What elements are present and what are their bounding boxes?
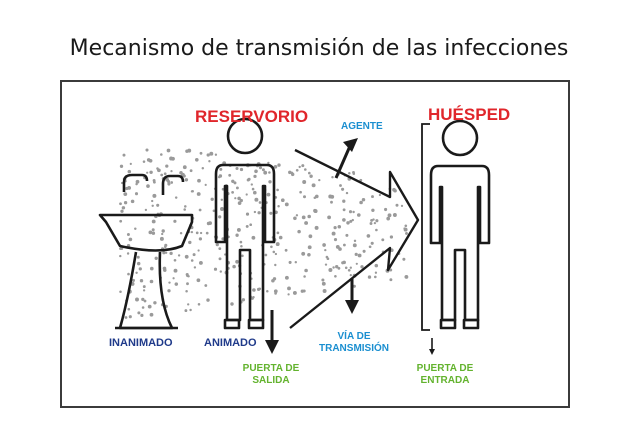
transmission-arrow <box>289 148 420 329</box>
slide-title: Mecanismo de transmisión de las infeccio… <box>69 36 569 61</box>
reservoir-person-icon <box>214 117 276 330</box>
via-label-line2: TRANSMISIÓN <box>319 341 389 354</box>
via-label-line1: VÍA DE <box>338 329 371 342</box>
entrada-arrow-icon <box>429 338 435 355</box>
via-arrow-icon <box>345 278 359 314</box>
entrada-label-line2: ENTRADA <box>421 375 470 386</box>
salida-label-line1: PUERTA DE <box>243 363 300 374</box>
transmission-diagram: RESERVORIO HUÉSPED AGENTE INANIMADO ANIM… <box>98 105 510 386</box>
salida-label-line2: SALIDA <box>252 375 289 386</box>
sink-icon <box>98 173 194 330</box>
agente-label: AGENTE <box>341 121 383 132</box>
agente-arrow-icon <box>334 138 358 179</box>
salida-arrow-icon <box>265 310 279 354</box>
reservorio-label: RESERVORIO <box>195 107 308 126</box>
huesped-label: HUÉSPED <box>428 105 510 124</box>
animado-label: ANIMADO <box>204 337 257 349</box>
host-bracket <box>421 123 430 331</box>
host-person-icon <box>429 119 491 330</box>
entrada-label-line1: PUERTA DE <box>417 363 474 374</box>
inanimado-label: INANIMADO <box>109 337 173 349</box>
